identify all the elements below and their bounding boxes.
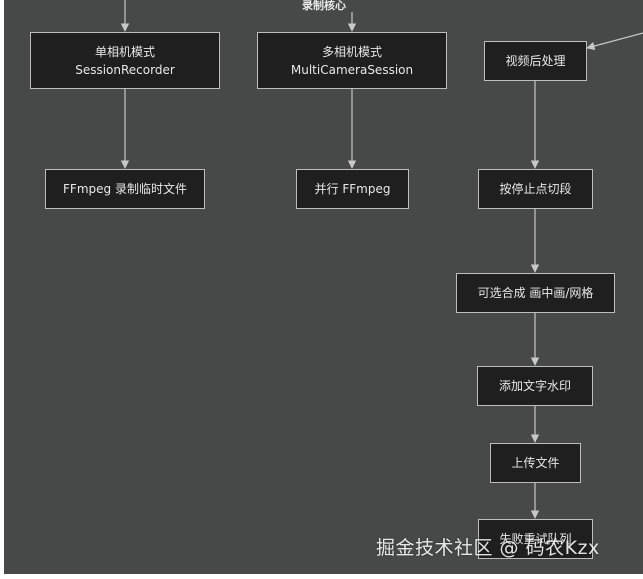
node-multi-camera-mode: 多相机模式 MultiCameraSession [257,32,447,89]
node-retry-queue-label: 失败重试队列 [499,532,572,546]
section-label-recording-core: 录制核心 [302,0,346,12]
node-multi-camera-title: 多相机模式 [321,44,382,59]
node-single-camera-title: 单相机模式 [94,44,155,59]
node-ffmpeg-temp-file: FFmpeg 录制临时文件 [45,169,205,209]
node-optional-composition-label: 可选合成 画中画/网格 [477,286,594,300]
node-upload-file-label: 上传文件 [511,456,560,470]
node-post-processing: 视频后处理 [484,41,587,81]
node-retry-queue: 失败重试队列 [478,519,593,559]
node-text-watermark: 添加文字水印 [477,366,593,406]
node-single-camera-mode: 单相机模式 SessionRecorder [30,32,220,89]
node-cut-by-stop-point-label: 按停止点切段 [499,182,572,196]
node-multi-camera-subtitle: MultiCameraSession [290,62,414,77]
node-parallel-ffmpeg-label: 并行 FFmpeg [314,182,391,196]
node-cut-by-stop-point: 按停止点切段 [478,169,593,209]
node-text-watermark-label: 添加文字水印 [498,379,571,393]
node-ffmpeg-temp-file-label: FFmpeg 录制临时文件 [63,182,187,196]
node-parallel-ffmpeg: 并行 FFmpeg [296,169,409,209]
node-optional-composition: 可选合成 画中画/网格 [456,273,615,313]
site-watermark: 掘金技术社区 @ 码农Kzx [376,537,600,559]
node-upload-file: 上传文件 [490,443,581,483]
node-single-camera-subtitle: SessionRecorder [75,62,175,77]
node-post-processing-label: 视频后处理 [505,54,566,68]
